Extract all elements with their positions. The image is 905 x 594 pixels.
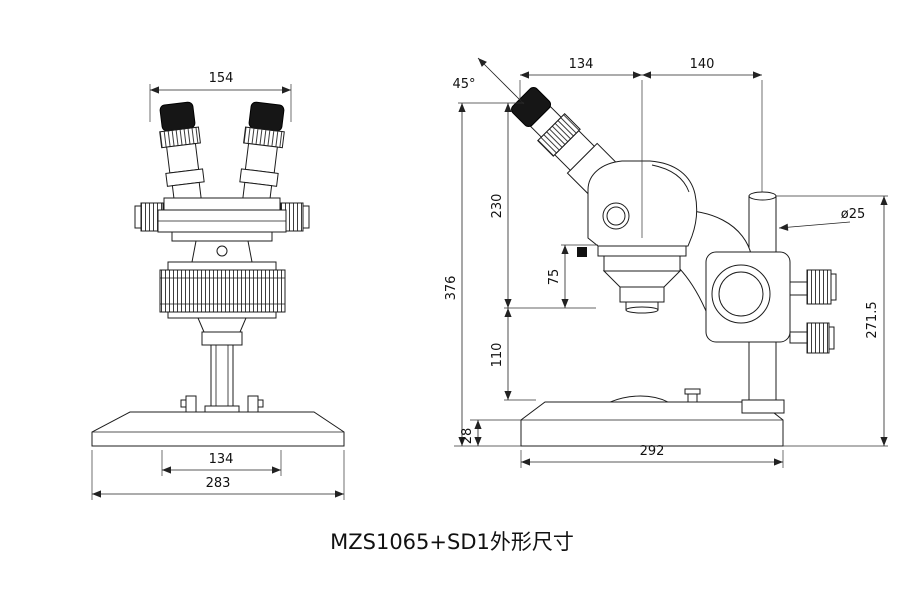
drawing-title: MZS1065+SD1外形尺寸 (330, 530, 574, 554)
dim-side-pole-diameter: ø25 (841, 207, 866, 222)
front-base (91, 411, 345, 447)
dim-side-eyepiece-angle: 45° (452, 77, 475, 92)
dim-side-base-edge-height: 28 (460, 428, 475, 445)
side-view-microscope-drawing: 134 140 45° 230 110 75 376 (444, 57, 888, 468)
side-dimensions: 134 140 45° 230 110 75 376 (444, 57, 888, 468)
dim-side-upper-height: 230 (490, 194, 505, 219)
side-base (520, 388, 784, 447)
dim-front-body-width: 134 (209, 452, 234, 467)
dim-side-pole-height: 271.5 (865, 301, 880, 338)
side-head-body (577, 160, 698, 257)
dim-front-base-width: 283 (206, 476, 231, 491)
front-left-eyepiece (159, 101, 205, 209)
dim-front-head-width: 154 (209, 71, 234, 86)
side-marker-square (577, 247, 587, 257)
front-stand-column (180, 317, 264, 415)
side-objective (597, 245, 687, 314)
dim-side-base-depth: 292 (640, 444, 665, 459)
dim-side-focus-height: 75 (547, 269, 562, 286)
front-right-eyepiece (239, 101, 285, 209)
front-view-microscope-drawing: 154 134 283 (91, 71, 345, 500)
dim-side-head-depth: 134 (569, 57, 594, 72)
front-ring-light (159, 261, 286, 319)
dim-side-lower-clearance: 110 (490, 343, 505, 368)
front-dimensions: 154 134 283 (91, 71, 345, 500)
front-head-body (134, 197, 310, 263)
dim-side-arm-extension: 140 (690, 57, 715, 72)
side-focus-bracket (705, 251, 837, 354)
dim-side-total-height: 376 (444, 276, 459, 301)
